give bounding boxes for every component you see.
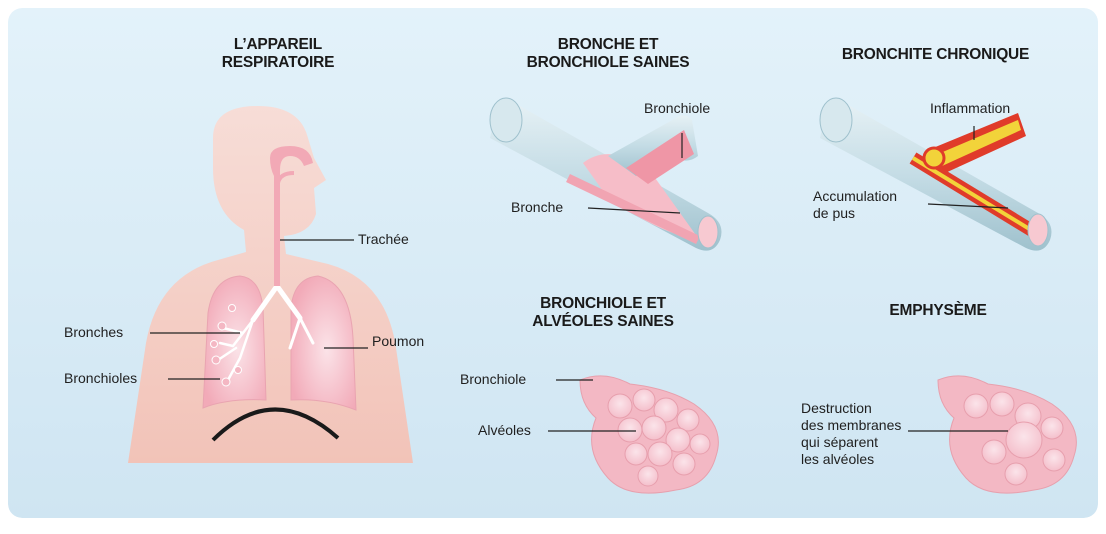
- title-healthy-bronchus: BRONCHE ET BRONCHIOLE SAINES: [513, 36, 703, 72]
- label-inflammation: Inflammation: [930, 100, 1010, 117]
- illustration-layer: [8, 8, 1098, 518]
- diagram-canvas: L’APPAREIL RESPIRATOIRE BRONCHE ET BRONC…: [8, 8, 1098, 518]
- label-healthy-bronchiole: Bronchiole: [644, 100, 710, 117]
- title-respiratory: L’APPAREIL RESPIRATOIRE: [218, 36, 338, 72]
- label-lung: Poumon: [372, 333, 424, 350]
- label-bronchioles: Bronchioles: [64, 370, 137, 387]
- label-alveoli: Alvéoles: [478, 422, 531, 439]
- title-healthy-alveoli: BRONCHIOLE ET ALVÉOLES SAINES: [508, 295, 698, 331]
- label-bronchi: Bronches: [64, 324, 123, 341]
- label-trachea: Trachée: [358, 231, 409, 248]
- label-destruction: Destruction des membranes qui séparent l…: [801, 400, 926, 468]
- title-emphysema: EMPHYSÈME: [868, 302, 1008, 320]
- label-healthy-bronchus: Bronche: [511, 199, 563, 216]
- label-pus: Accumulation de pus: [813, 188, 928, 222]
- title-chronic-bronchitis: BRONCHITE CHRONIQUE: [828, 46, 1043, 64]
- label-alveoli-bronchiole: Bronchiole: [460, 371, 526, 388]
